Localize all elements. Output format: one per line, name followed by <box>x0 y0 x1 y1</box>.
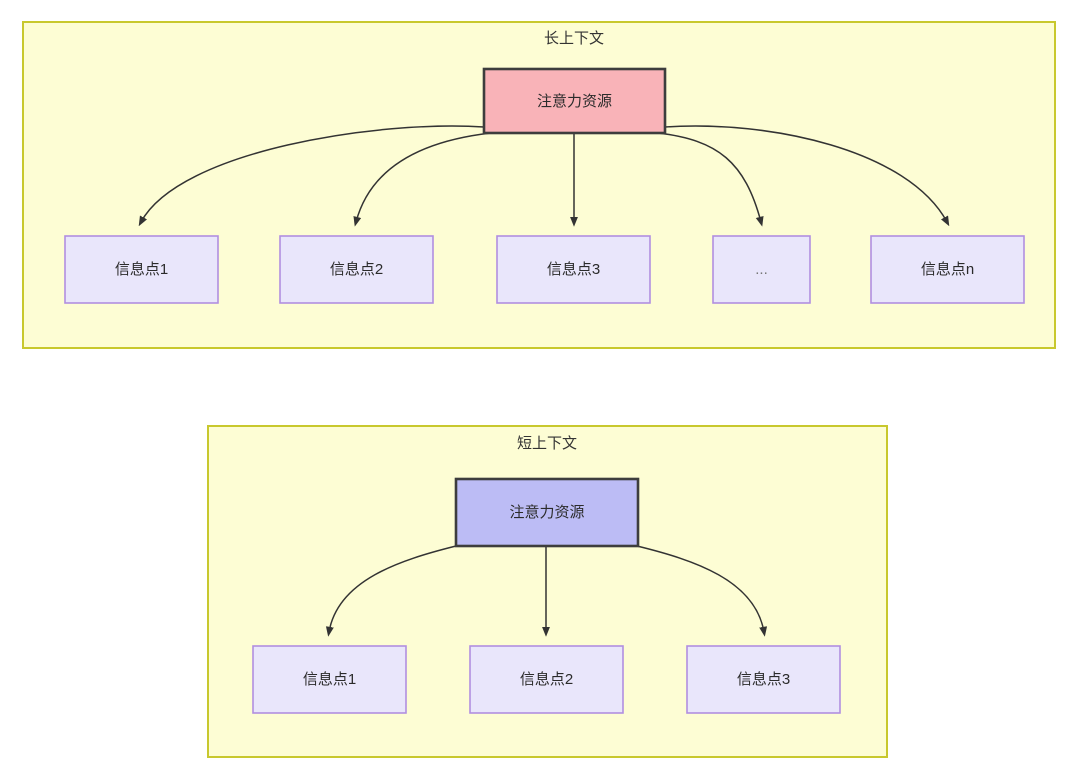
node-long-leaf-n-box[interactable] <box>870 235 1025 304</box>
node-short-leaf-1-label: 信息点1 <box>303 671 356 688</box>
node-long-leaf-n-label: 信息点n <box>921 261 974 278</box>
node-short-leaf-1[interactable]: 信息点1 <box>252 645 407 714</box>
node-short-leaf-2-label: 信息点2 <box>520 671 573 688</box>
node-short-attention-resource[interactable]: 注意力资源 <box>454 477 640 548</box>
node-long-leaf-3-box[interactable] <box>496 235 651 304</box>
node-short-leaf-2-box[interactable] <box>469 645 624 714</box>
node-long-leaf-1-box[interactable] <box>64 235 219 304</box>
node-long-attention-resource[interactable]: 注意力资源 <box>482 67 667 135</box>
edge-short-root-to-leaf-1 <box>325 545 457 637</box>
node-long-leaf-ellipsis-box[interactable] <box>712 235 811 304</box>
edge-long-root-to-leaf-1 <box>138 125 485 227</box>
node-short-leaf-3-label: 信息点3 <box>737 671 790 688</box>
edge-long-root-to-leaf-4 <box>657 132 764 227</box>
node-short-leaf-3-box[interactable] <box>686 645 841 714</box>
node-long-leaf-3[interactable]: 信息点3 <box>496 235 651 304</box>
panel-short-context: 短上下文 注意力资源 信息点1 信息点2 信息点3 <box>207 425 888 758</box>
panel-long-context-title: 长上下文 <box>544 30 604 47</box>
node-long-leaf-2[interactable]: 信息点2 <box>279 235 434 304</box>
node-short-leaf-3[interactable]: 信息点3 <box>686 645 841 714</box>
node-long-leaf-1-label: 信息点1 <box>115 261 168 278</box>
node-short-leaf-1-box[interactable] <box>252 645 407 714</box>
node-long-attention-resource-box[interactable] <box>482 67 667 135</box>
node-long-leaf-2-label: 信息点2 <box>330 261 383 278</box>
node-long-leaf-n[interactable]: 信息点n <box>870 235 1025 304</box>
node-long-leaf-ellipsis[interactable]: ... <box>712 235 811 304</box>
node-long-attention-resource-label: 注意力资源 <box>537 92 612 110</box>
panel-short-context-title: 短上下文 <box>517 435 577 452</box>
panel-long-context: 长上下文 注意力资源 信息点1 信息点2 信息点 <box>22 21 1056 349</box>
edge-short-root-to-leaf-3 <box>636 545 768 637</box>
edge-long-root-to-leaf-5 <box>664 125 950 227</box>
node-long-leaf-2-box[interactable] <box>279 235 434 304</box>
edge-long-root-to-leaf-2 <box>353 132 492 227</box>
node-short-attention-resource-box[interactable] <box>454 477 640 548</box>
node-short-attention-resource-label: 注意力资源 <box>509 503 584 521</box>
node-long-leaf-ellipsis-label: ... <box>755 261 768 278</box>
node-short-leaf-2[interactable]: 信息点2 <box>469 645 624 714</box>
node-long-leaf-1[interactable]: 信息点1 <box>64 235 219 304</box>
node-long-leaf-3-label: 信息点3 <box>547 261 600 278</box>
